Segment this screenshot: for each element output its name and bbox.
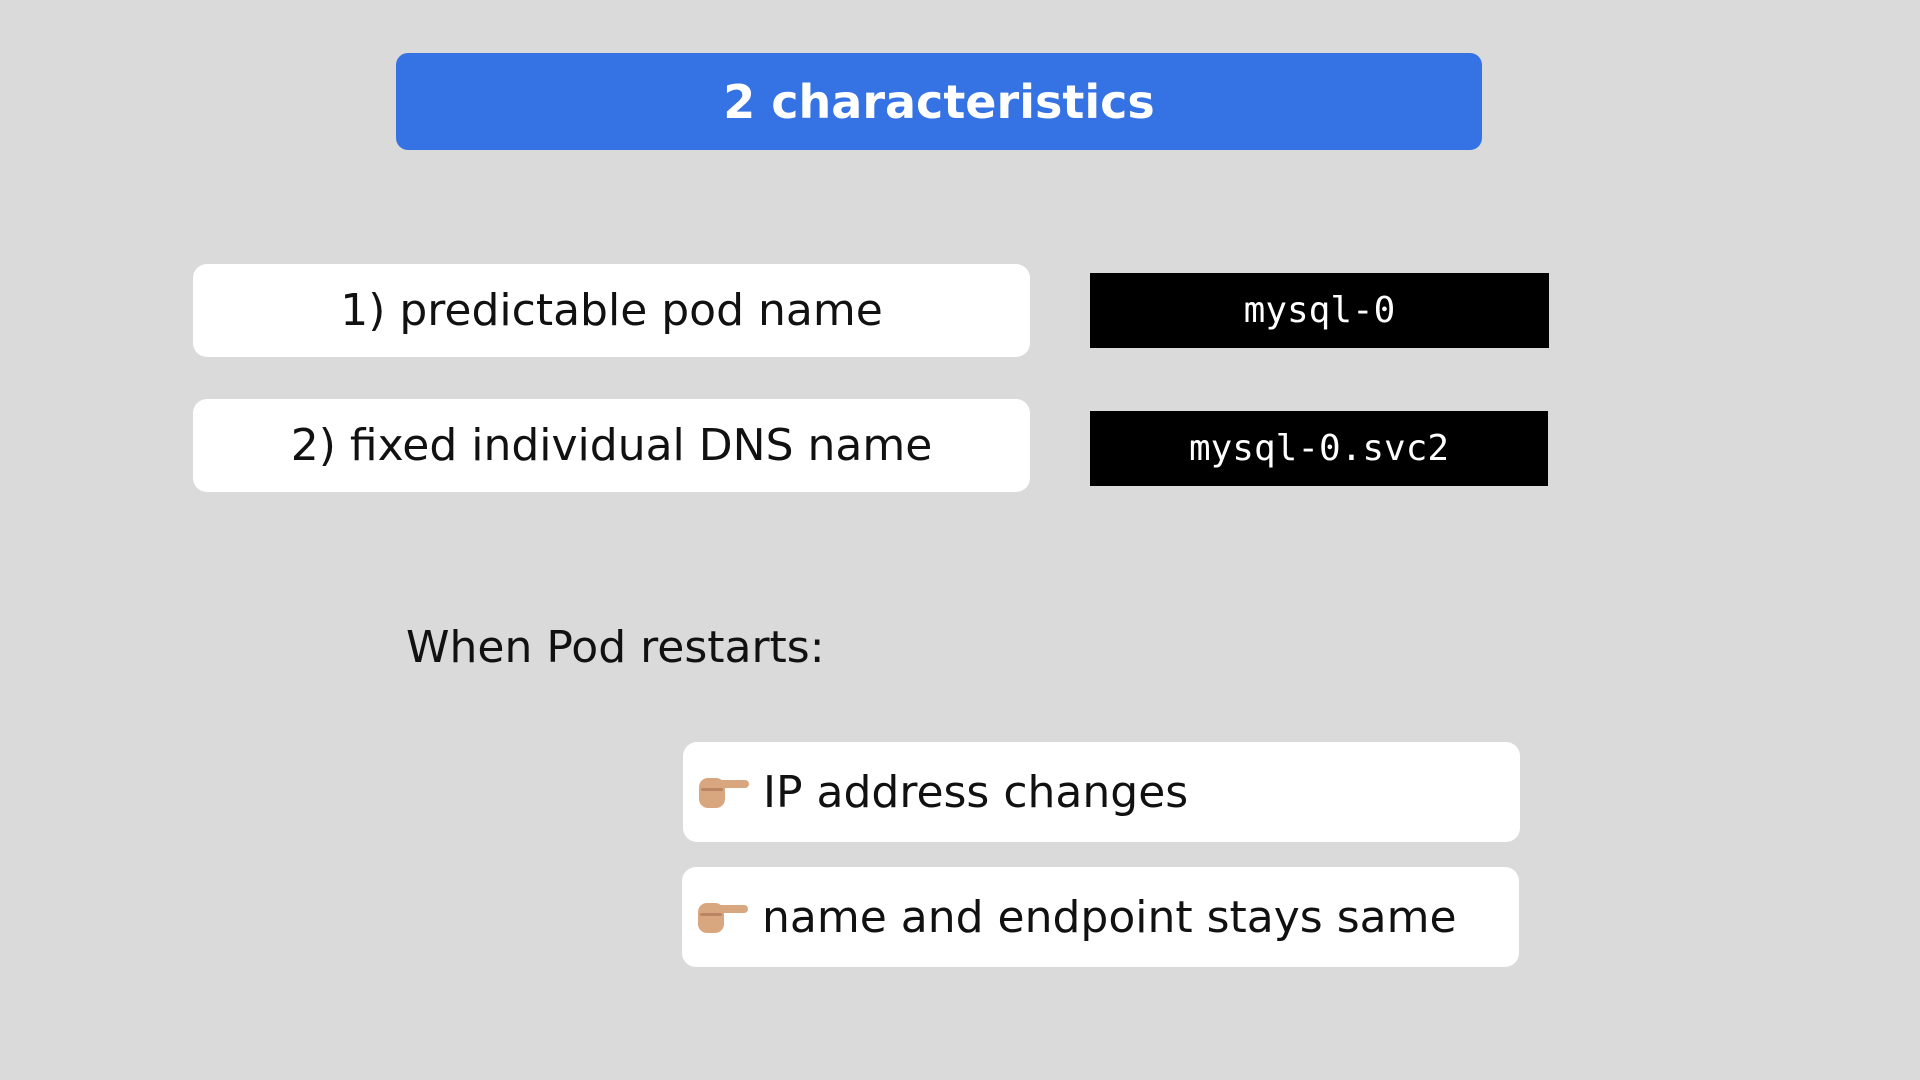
code-example-2: mysql-0.svc2 [1090,411,1548,486]
code-example-1: mysql-0 [1090,273,1549,348]
restart-point-text: IP address changes [763,766,1189,818]
characteristic-label: 1) predictable pod name [340,285,883,336]
restart-point-1: IP address changes [683,742,1520,842]
restart-heading: When Pod restarts: [406,622,825,673]
slide-title: 2 characteristics [723,74,1155,129]
code-example-text: mysql-0.svc2 [1188,428,1450,469]
characteristic-card-1: 1) predictable pod name [193,264,1030,357]
restart-point-2: name and endpoint stays same [682,867,1519,967]
pointing-hand-icon [698,899,748,935]
title-banner: 2 characteristics [396,53,1482,150]
characteristic-label: 2) fixed individual DNS name [290,420,933,471]
pointing-hand-icon [699,774,749,810]
code-example-text: mysql-0 [1243,290,1396,331]
characteristic-card-2: 2) fixed individual DNS name [193,399,1030,492]
restart-point-text: name and endpoint stays same [762,891,1457,943]
